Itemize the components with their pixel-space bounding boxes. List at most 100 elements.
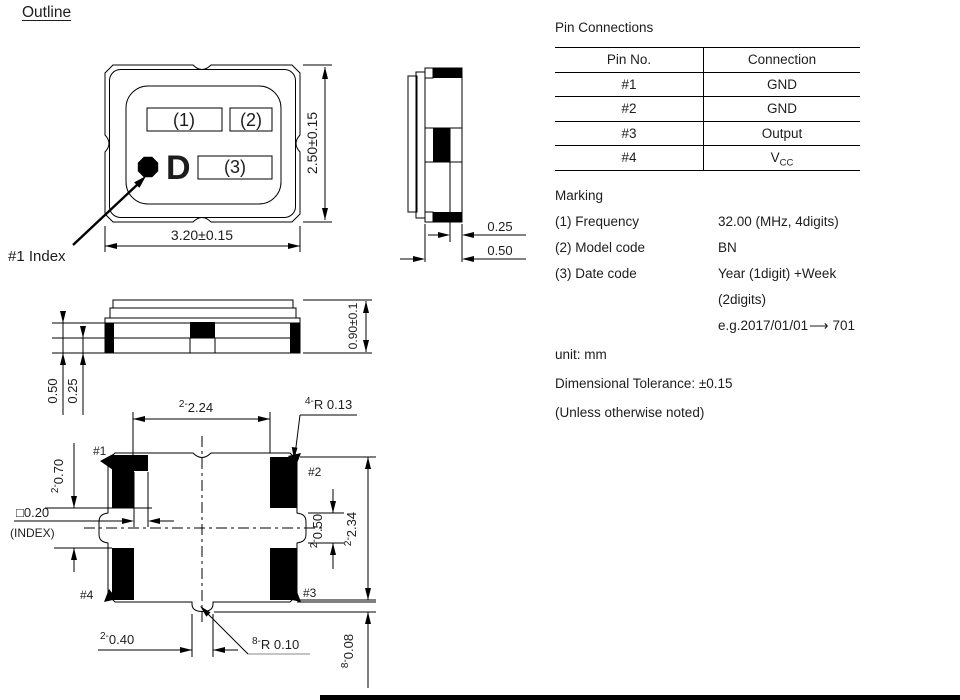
bottom-view: 2-2.24 4-R 0.13 2-0.70 □0.20 (INDEX) <box>10 396 376 688</box>
page-title: Outline <box>22 4 72 21</box>
marking-item-label: (2) Model code <box>555 239 646 255</box>
marking-item-label: (3) Date code <box>555 265 637 281</box>
dim-070-label: 2-0.70 <box>50 459 66 493</box>
pad-top <box>433 68 462 78</box>
dim-008-label: 8-0.08 <box>340 634 356 668</box>
pad-2-label: #2 <box>308 465 322 479</box>
dim-r013-label: 4-R 0.13 <box>305 396 352 412</box>
pad-4-tip <box>104 589 117 602</box>
table-row: #4 VCC <box>555 146 860 171</box>
arrowhead <box>322 208 328 220</box>
dim-050n-label: 2-0.50 <box>309 514 325 548</box>
pad-1 <box>112 455 148 508</box>
arrowhead <box>122 518 134 524</box>
pad-corner <box>424 67 434 79</box>
arrowhead <box>363 340 369 352</box>
index-leader <box>72 183 139 246</box>
model-letter: D <box>166 149 191 187</box>
leader <box>202 608 249 655</box>
index-callout-label: #1 Index <box>8 248 66 265</box>
pin-cell: #2 <box>555 97 704 121</box>
side-view: 0.25 0.50 <box>400 67 526 262</box>
tolerance-note: Dimensional Tolerance: ±0.15 <box>555 375 733 391</box>
dim-r010-label: 8-R 0.10 <box>252 636 299 652</box>
marking-box-1-label: (1) <box>173 110 195 130</box>
lid-top <box>112 299 294 309</box>
bottom-outline <box>98 452 307 613</box>
pin-cell: #4 <box>555 146 704 170</box>
pad-corner <box>424 211 434 223</box>
pad-4-label: #4 <box>80 588 94 602</box>
pin-cell: #1 <box>555 72 704 96</box>
arrowhead <box>462 256 474 262</box>
marking-example-row: e.g.2017/01/01⟶701 <box>555 313 860 339</box>
dim-height-label: 2.50±0.15 <box>304 112 320 174</box>
pin-connections-title: Pin Connections <box>555 20 654 35</box>
arrowhead <box>148 518 160 524</box>
dim-224-label: 2-2.24 <box>179 399 213 415</box>
dim-f050-label: 0.50 <box>45 378 60 403</box>
pin-connections-table: Pin No. Connection #1 GND #2 GND #3 Outp… <box>555 47 860 171</box>
arrowhead <box>71 548 77 560</box>
marking-box-2-label: (2) <box>240 110 262 130</box>
front-view: 0.90±0.1 0.50 0.25 <box>45 299 372 415</box>
marking-item-value: BN <box>718 239 737 255</box>
page-edge-bar <box>320 695 960 700</box>
arrowhead <box>80 326 86 338</box>
arrowhead <box>105 243 117 249</box>
marking-item-value: Year (1digit) +Week (2digits) <box>718 265 837 307</box>
pad-3 <box>270 548 297 600</box>
arrowhead <box>288 243 300 249</box>
arrowhead <box>200 606 211 617</box>
pad-1-label: #1 <box>93 444 107 458</box>
arrowhead <box>365 457 371 469</box>
arrowhead <box>180 647 192 653</box>
marking-item: (1) Frequency 32.00 (MHz, 4digits) <box>555 209 860 235</box>
pad-2-tip <box>288 453 301 466</box>
arrowhead <box>80 353 86 365</box>
arrowhead <box>133 416 145 422</box>
arrowhead <box>363 301 369 313</box>
marking-box-3 <box>197 155 273 180</box>
unit-note: unit: mm <box>555 346 607 362</box>
dim-090-label: 0.90±0.1 <box>346 302 360 349</box>
arrowhead <box>462 232 474 238</box>
arrowhead <box>322 67 328 79</box>
marking-item-label: (1) Frequency <box>555 213 640 229</box>
pad-bottom <box>433 212 462 222</box>
arrowhead <box>213 647 225 653</box>
connection-cell-vcc: VCC <box>704 146 860 170</box>
package-inner-outline <box>109 69 296 218</box>
table-row: #1 GND <box>555 72 860 97</box>
pad-1-index-tip <box>100 454 113 470</box>
long-arrow-icon: ⟶ <box>809 317 829 333</box>
index-note-label: (INDEX) <box>10 526 55 540</box>
pad-4 <box>112 548 134 600</box>
marking-box-3-label: (3) <box>224 157 246 177</box>
pad-right <box>290 323 300 353</box>
arrowhead <box>413 256 425 262</box>
marking-item-label <box>555 313 718 339</box>
marking-item: (2) Model code BN <box>555 235 860 261</box>
index-dot <box>137 156 159 178</box>
table-header-row: Pin No. Connection <box>555 48 860 73</box>
dim-f025-label: 0.25 <box>65 378 80 403</box>
arrowhead <box>330 543 336 555</box>
pad-3-label: #3 <box>303 586 317 600</box>
dim-234-label: 2-2.34 <box>343 512 359 546</box>
table-row: #3 Output <box>555 121 860 146</box>
tolerance-subnote: (Unless otherwise noted) <box>555 404 705 420</box>
arrowhead <box>438 232 450 238</box>
lid <box>109 307 297 319</box>
specs-panel: Pin Connections Pin No. Connection #1 GN… <box>555 18 860 426</box>
connection-cell: GND <box>767 101 797 116</box>
dim-width-label: 3.20±0.15 <box>171 227 233 243</box>
header-connection: Connection <box>747 52 817 67</box>
dim-040-label: 2-0.40 <box>100 631 134 647</box>
marking-area <box>125 85 282 205</box>
arrowhead <box>291 447 298 459</box>
top-view: (1) (2) (3) D 3.20±0.15 2.50±0.15 #1 Ind… <box>8 64 332 265</box>
arrowhead <box>60 311 66 323</box>
